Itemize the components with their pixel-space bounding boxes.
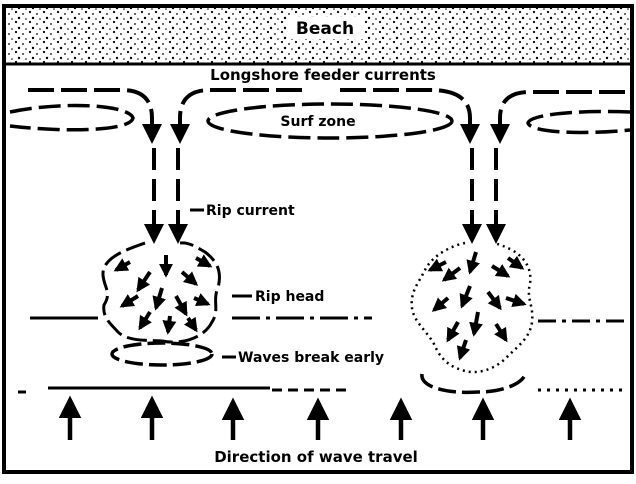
- rip-head-label: Rip head: [255, 289, 324, 305]
- waves-break-early-label: Waves break early: [238, 350, 384, 366]
- wave-direction-label: Direction of wave travel: [214, 448, 418, 466]
- surf-zone-label: Surf zone: [280, 114, 355, 130]
- beach-label: Beach: [296, 19, 354, 39]
- longshore-label: Longshore feeder currents: [210, 66, 436, 84]
- rip-current-label: Rip current: [206, 203, 295, 219]
